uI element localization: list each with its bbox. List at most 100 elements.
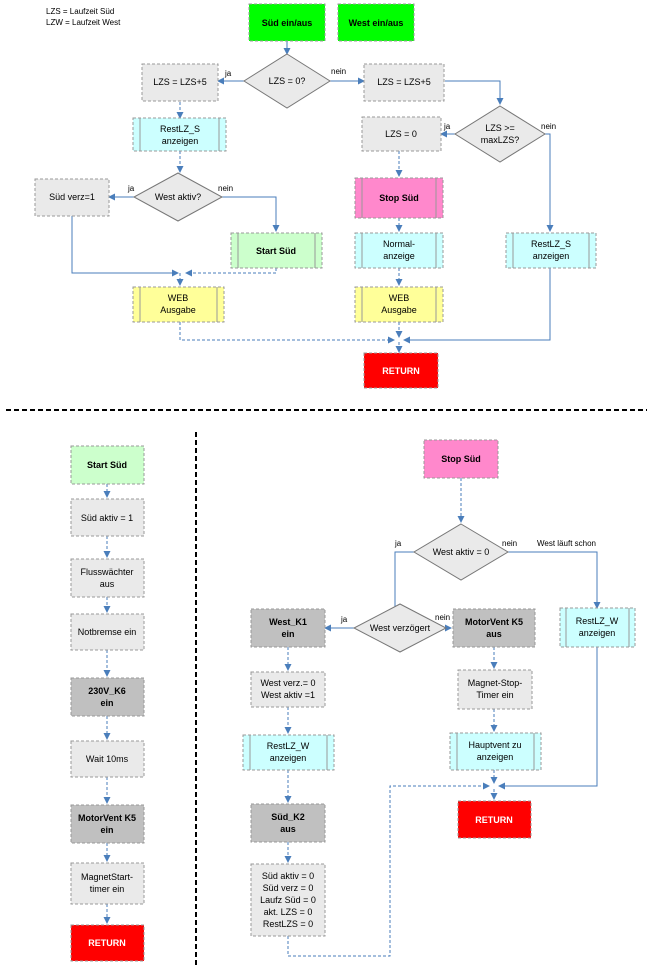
west-k1-node bbox=[250, 608, 326, 648]
k6-node bbox=[70, 677, 145, 717]
west-aktiv-label: West aktiv? bbox=[155, 192, 201, 202]
web-label-1: WEB bbox=[168, 293, 189, 303]
west-verz-ja-label: ja bbox=[340, 615, 348, 624]
lzs-plus-left-node bbox=[141, 63, 219, 102]
legend-lzs: LZS = Laufzeit Süd bbox=[46, 7, 114, 16]
sued-k2-label-1: Süd_K2 bbox=[271, 812, 305, 822]
lzs-plus-left-label: LZS = LZS+5 bbox=[153, 77, 207, 87]
web-label-2: Ausgabe bbox=[160, 305, 196, 315]
west-aktiv-decision bbox=[132, 172, 224, 222]
start-sued-label: Süd ein/aus bbox=[262, 18, 313, 28]
hauptvent-label-1: Hauptvent zu bbox=[468, 740, 521, 750]
west-verz-set-label-1: West verz.= 0 bbox=[260, 678, 315, 688]
stop-sued-node bbox=[354, 177, 444, 219]
restlz-w2-label-1: RestLZ_W bbox=[267, 741, 310, 751]
west-k1-label-1: West_K1 bbox=[269, 617, 307, 627]
left-return-label: RETURN bbox=[88, 938, 126, 948]
sued-k2-node bbox=[250, 803, 326, 843]
hauptvent-node bbox=[449, 732, 542, 771]
magnet-stop-label-2: Timer ein bbox=[476, 690, 513, 700]
wait-label: Wait 10ms bbox=[86, 754, 129, 764]
west-verz-set-node bbox=[250, 671, 326, 708]
restlz-w2-label-2: anzeigen bbox=[270, 753, 307, 763]
start-sued-node bbox=[248, 3, 326, 42]
k5-label-2: ein bbox=[100, 825, 113, 835]
fluss-node bbox=[70, 558, 145, 598]
wait-node bbox=[70, 740, 145, 778]
sued-verz-node bbox=[34, 178, 110, 217]
lzs-max-nein-label: nein bbox=[541, 122, 556, 131]
west-verz-decision bbox=[352, 603, 448, 653]
web-ausgabe2-node bbox=[354, 286, 444, 323]
k6-label-2: ein bbox=[100, 698, 113, 708]
reset-node bbox=[250, 863, 326, 937]
reset-label-5: RestLZS = 0 bbox=[263, 919, 313, 929]
web2-label-1: WEB bbox=[389, 293, 410, 303]
right-return-node bbox=[457, 800, 532, 839]
legend-lzw: LZW = Laufzeit West bbox=[46, 18, 121, 27]
west-verz-set-label-2: West aktiv =1 bbox=[261, 690, 315, 700]
reset-label-2: Süd verz = 0 bbox=[263, 883, 314, 893]
restlz-s-label-1: RestLZ_S bbox=[160, 124, 200, 134]
k5-label-1: MotorVent K5 bbox=[78, 813, 136, 823]
restlz-s2-label-1: RestLZ_S bbox=[531, 239, 571, 249]
top-connectors bbox=[71, 41, 554, 353]
normal-anzeige-node bbox=[354, 232, 444, 269]
lzs-plus-right-label: LZS = LZS+5 bbox=[377, 77, 431, 87]
west-laeuft-label: West läuft schon bbox=[537, 539, 596, 548]
west-aktiv-zero-label: West aktiv = 0 bbox=[433, 547, 490, 557]
lzs-zero-ja-label: ja bbox=[224, 69, 232, 78]
lzs-max-decision bbox=[454, 105, 546, 163]
fluss-label-2: aus bbox=[100, 579, 115, 589]
lzs-zero-nein-label: nein bbox=[331, 67, 346, 76]
right-stop-sued-node bbox=[423, 439, 499, 479]
restlz-s-node bbox=[132, 117, 227, 152]
right-stop-sued-label: Stop Süd bbox=[441, 454, 481, 464]
motor-k5-label-2: aus bbox=[486, 629, 502, 639]
lzs-zero-node bbox=[361, 116, 442, 152]
west-aktiv-zero-nein-label: nein bbox=[502, 539, 517, 548]
sued-verz-label: Süd verz=1 bbox=[49, 192, 95, 202]
west-verz-label: West verzögert bbox=[370, 623, 431, 633]
stop-sued-label: Stop Süd bbox=[379, 193, 419, 203]
lzs-max-label-2: maxLZS? bbox=[481, 135, 520, 145]
left-return-node bbox=[70, 924, 145, 962]
restlz-s2-node bbox=[505, 232, 597, 269]
west-aktiv-zero-decision bbox=[413, 523, 509, 581]
normal-label-2: anzeige bbox=[383, 251, 415, 261]
west-verz-nein-label: nein bbox=[435, 613, 450, 622]
left-start-sued-label: Start Süd bbox=[87, 460, 127, 470]
start-west-label: West ein/aus bbox=[349, 18, 404, 28]
magnet-stop-label-1: Magnet-Stop- bbox=[468, 678, 523, 688]
notbremse-label: Notbremse ein bbox=[78, 627, 137, 637]
lzs-max-ja-label: ja bbox=[443, 122, 451, 131]
restlz-w2-node bbox=[242, 734, 335, 771]
magnet-start-label-2: timer ein bbox=[90, 884, 125, 894]
reset-label-3: Laufz Süd = 0 bbox=[260, 895, 316, 905]
start-sued-call-label: Start Süd bbox=[256, 246, 296, 256]
hauptvent-label-2: anzeigen bbox=[477, 752, 514, 762]
lzs-zero-decision bbox=[243, 53, 331, 109]
magnet-stop-node bbox=[457, 669, 533, 710]
start-sued-call-node bbox=[230, 232, 323, 269]
motor-k5-label-1: MotorVent K5 bbox=[465, 617, 523, 627]
reset-label-4: akt. LZS = 0 bbox=[264, 907, 313, 917]
k5-node bbox=[70, 804, 145, 844]
restlz-s-label-2: anzeigen bbox=[162, 136, 199, 146]
restlz-s2-label-2: anzeigen bbox=[533, 251, 570, 261]
magnet-start-label-1: MagnetStart- bbox=[81, 872, 133, 882]
sued-aktiv-node bbox=[70, 498, 145, 537]
return-top-label: RETURN bbox=[382, 366, 420, 376]
restlz-w-label-2: anzeigen bbox=[579, 628, 616, 638]
lzs-zero-decision-label: LZS = 0? bbox=[269, 76, 306, 86]
start-west-node bbox=[337, 3, 415, 42]
reset-label-1: Süd aktiv = 0 bbox=[262, 871, 314, 881]
sued-aktiv-label: Süd aktiv = 1 bbox=[81, 513, 133, 523]
west-aktiv-nein-label: nein bbox=[218, 184, 233, 193]
west-aktiv-zero-ja-label: ja bbox=[394, 539, 402, 548]
magnet-start-node bbox=[70, 862, 145, 905]
web2-label-2: Ausgabe bbox=[381, 305, 417, 315]
restlz-w-label-1: RestLZ_W bbox=[576, 616, 619, 626]
motor-k5-aus-node bbox=[452, 608, 536, 648]
